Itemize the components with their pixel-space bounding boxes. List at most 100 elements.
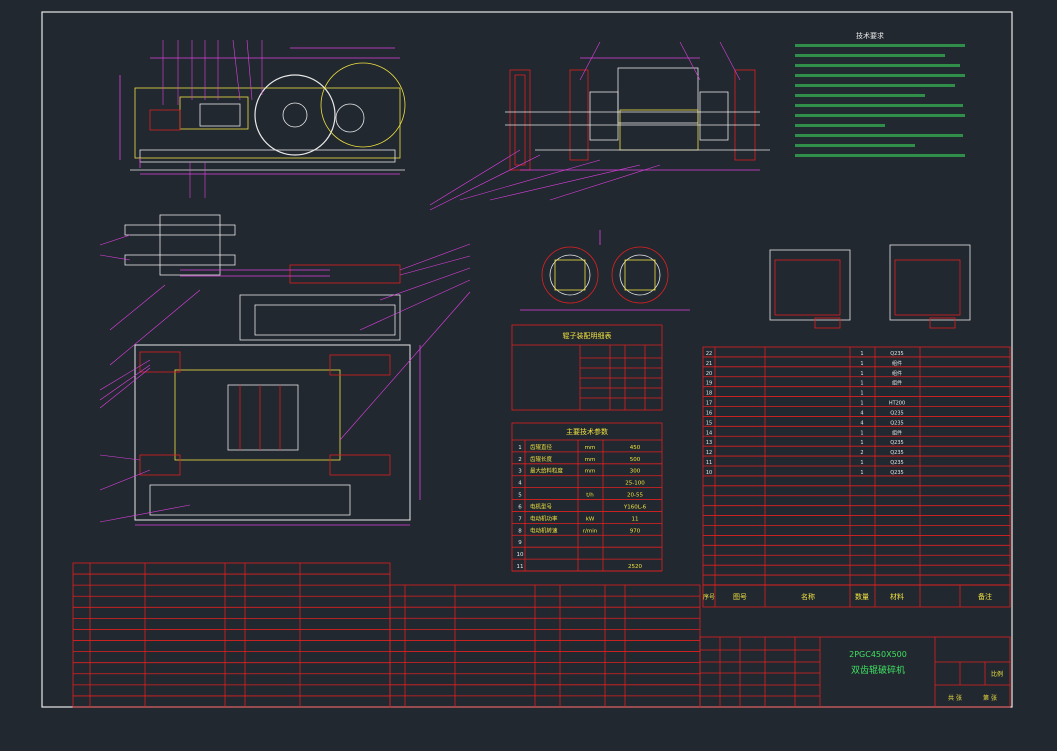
- part-qty: 1: [860, 470, 863, 476]
- param-value: 2520: [628, 564, 642, 570]
- part-mat: 组件: [892, 380, 902, 387]
- hdr-no: 序号: [703, 593, 715, 601]
- drawing-code: 2PGC450X500: [849, 650, 907, 659]
- front-view: [119, 47, 406, 175]
- hdr-qty: 数量: [855, 592, 869, 601]
- part-mat: HT200: [889, 401, 905, 407]
- roller-table: [511, 324, 663, 411]
- part-qty: 1: [860, 430, 863, 436]
- tech-params-title: 主要技术参数: [566, 427, 608, 436]
- param-value: 25-100: [625, 481, 645, 487]
- param-name: 最大给料粒度: [530, 467, 564, 475]
- part-qty: 1: [860, 381, 863, 387]
- part-mat: Q235: [890, 460, 903, 466]
- hdr-code: 图号: [733, 593, 747, 601]
- part-no: 10: [706, 470, 712, 476]
- part-mat: Q235: [890, 410, 903, 416]
- front-view-leaders: [162, 39, 263, 198]
- roller-table-title: 辊子装配明细表: [563, 331, 612, 340]
- part-mat: Q235: [890, 470, 903, 476]
- side-view-leaders: [429, 41, 741, 211]
- part-qty: 4: [860, 420, 863, 426]
- part-mat: Q235: [890, 450, 903, 456]
- part-no: 18: [706, 391, 712, 397]
- parts-list-bottom-left: [72, 562, 391, 708]
- param-no: 1: [518, 445, 522, 451]
- part-no: 12: [706, 450, 712, 456]
- parts-list-bottom-mid: [389, 584, 701, 708]
- part-no: 13: [706, 440, 712, 446]
- param-unit: kW: [586, 516, 595, 522]
- hdr-name: 名称: [801, 592, 815, 601]
- part-mat: Q235: [890, 440, 903, 446]
- part-qty: 1: [860, 351, 863, 357]
- param-no: 9: [518, 540, 522, 546]
- drawing-name: 双齿辊破碎机: [851, 664, 905, 676]
- detail-views: [769, 244, 971, 329]
- part-qty: 1: [860, 401, 863, 407]
- param-unit: r/min: [583, 528, 598, 534]
- tooth-rollers: [520, 230, 690, 311]
- part-no: 11: [706, 460, 712, 466]
- part-qty: 1: [860, 361, 863, 367]
- hdr-mat: 材料: [890, 592, 904, 601]
- part-mat: 组件: [892, 370, 902, 377]
- parts-header: [702, 584, 1011, 608]
- param-name: 齿辊直径: [530, 443, 553, 451]
- param-no: 11: [517, 564, 524, 570]
- param-no: 3: [518, 469, 522, 475]
- plan-view: [124, 214, 421, 526]
- hdr-note: 备注: [978, 592, 992, 601]
- part-no: 20: [706, 371, 712, 377]
- tech-req-title: 技术要求: [856, 31, 884, 40]
- side-view: [505, 57, 770, 171]
- part-no: 21: [706, 361, 712, 367]
- title-block: [699, 636, 1011, 708]
- param-no: 10: [517, 552, 524, 558]
- part-mat: Q235: [890, 351, 903, 357]
- param-unit: mm: [585, 445, 596, 451]
- page-label: 第 张: [983, 694, 997, 702]
- param-no: 4: [518, 481, 522, 487]
- param-unit: mm: [585, 469, 596, 475]
- param-name: 电动机功率: [530, 514, 558, 522]
- part-qty: 1: [860, 371, 863, 377]
- plan-view-leaders: [99, 234, 471, 523]
- param-no: 5: [518, 493, 522, 499]
- part-qty: 2: [860, 450, 863, 456]
- part-qty: 4: [860, 410, 863, 416]
- param-value: 450: [630, 445, 641, 451]
- bottom-mid-rows: [390, 595, 700, 697]
- part-no: 22: [706, 351, 712, 357]
- param-unit: mm: [585, 457, 596, 463]
- param-no: 6: [518, 504, 522, 510]
- param-name: 电机型号: [530, 502, 553, 510]
- part-no: 17: [706, 401, 712, 407]
- part-no: 16: [706, 410, 712, 416]
- param-value: 11: [632, 516, 639, 522]
- param-value: 300: [630, 469, 641, 475]
- sheet-label: 共 张: [948, 694, 962, 702]
- part-no: 14: [706, 430, 712, 436]
- part-no: 15: [706, 420, 712, 426]
- param-unit: t/h: [586, 493, 594, 499]
- part-mat: 组件: [892, 360, 902, 367]
- tech-requirements: 技术要求: [795, 31, 965, 157]
- param-no: 8: [518, 528, 522, 534]
- param-name: 齿辊长度: [530, 455, 553, 463]
- param-value: 500: [630, 457, 641, 463]
- param-name: 电动机转速: [530, 526, 558, 534]
- param-no: 7: [518, 516, 522, 522]
- param-no: 2: [518, 457, 522, 463]
- part-mat: 组件: [892, 429, 902, 436]
- part-qty: 1: [860, 460, 863, 466]
- part-mat: Q235: [890, 420, 903, 426]
- param-value: Y160L-6: [623, 504, 647, 510]
- param-value: 20-55: [627, 493, 643, 499]
- part-qty: 1: [860, 440, 863, 446]
- param-value: 970: [630, 528, 641, 534]
- scale-label: 比例: [991, 670, 1003, 678]
- tech-params-rows: 1 齿辊直径 mm 450 2 齿辊长度 mm 500 3 最大给料粒度 mm 300 4 25-100 5…: [512, 440, 662, 572]
